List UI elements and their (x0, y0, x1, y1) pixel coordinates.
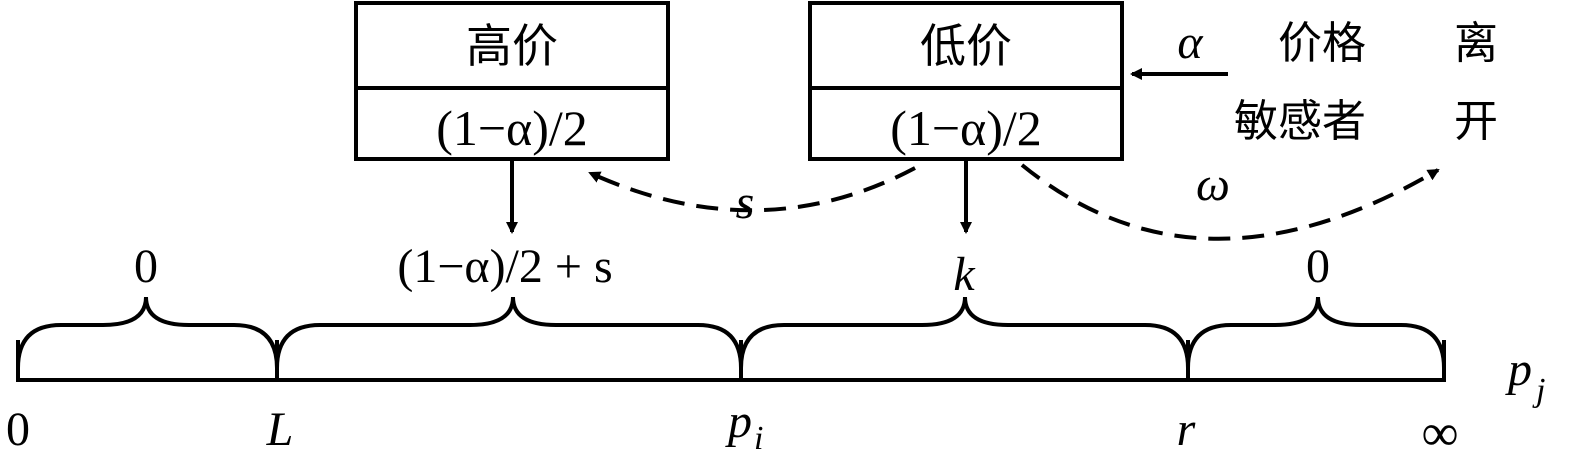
s-flow-label: s (736, 176, 755, 229)
low-price-share: (1−α)/2 (890, 100, 1042, 156)
tick-zero: 0 (6, 403, 30, 456)
high-price-share: (1−α)/2 (436, 100, 588, 156)
low-price-title: 低价 (920, 19, 1012, 73)
omega-leave-arrow (1020, 163, 1440, 241)
price-label: 价格 (1278, 18, 1366, 69)
tick-infinity: ∞ (1421, 405, 1458, 456)
segment-4-label: 0 (1306, 240, 1330, 293)
brace-1 (16, 296, 279, 369)
tick-L: L (266, 403, 294, 456)
brace-4 (1186, 296, 1446, 369)
leave-label-1: 离 (1454, 18, 1498, 69)
brace-2 (275, 296, 743, 369)
leave-label-2: 开 (1454, 96, 1498, 147)
tick-pi: pi (725, 395, 763, 456)
tick-r: r (1177, 403, 1196, 456)
price-axis (16, 340, 1446, 382)
low-price-box: 低价 (1−α)/2 (808, 1, 1124, 161)
segment-2-label: (1−α)/2 + s (397, 240, 612, 293)
sensitive-label: 敏感者 (1234, 96, 1366, 147)
segment-1-label: 0 (134, 240, 158, 293)
alpha-label: α (1177, 16, 1203, 69)
omega-flow-label: ω (1196, 158, 1230, 211)
brace-3 (739, 296, 1190, 369)
segment-3-label: k (953, 248, 976, 301)
high-price-box: 高价 (1−α)/2 (354, 1, 670, 161)
high-price-title: 高价 (466, 19, 558, 73)
segment-braces (16, 296, 1446, 369)
s-switch-arrow (588, 166, 916, 213)
price-sensitive-leavers: α 价格 敏感者 离 开 (1130, 16, 1498, 147)
